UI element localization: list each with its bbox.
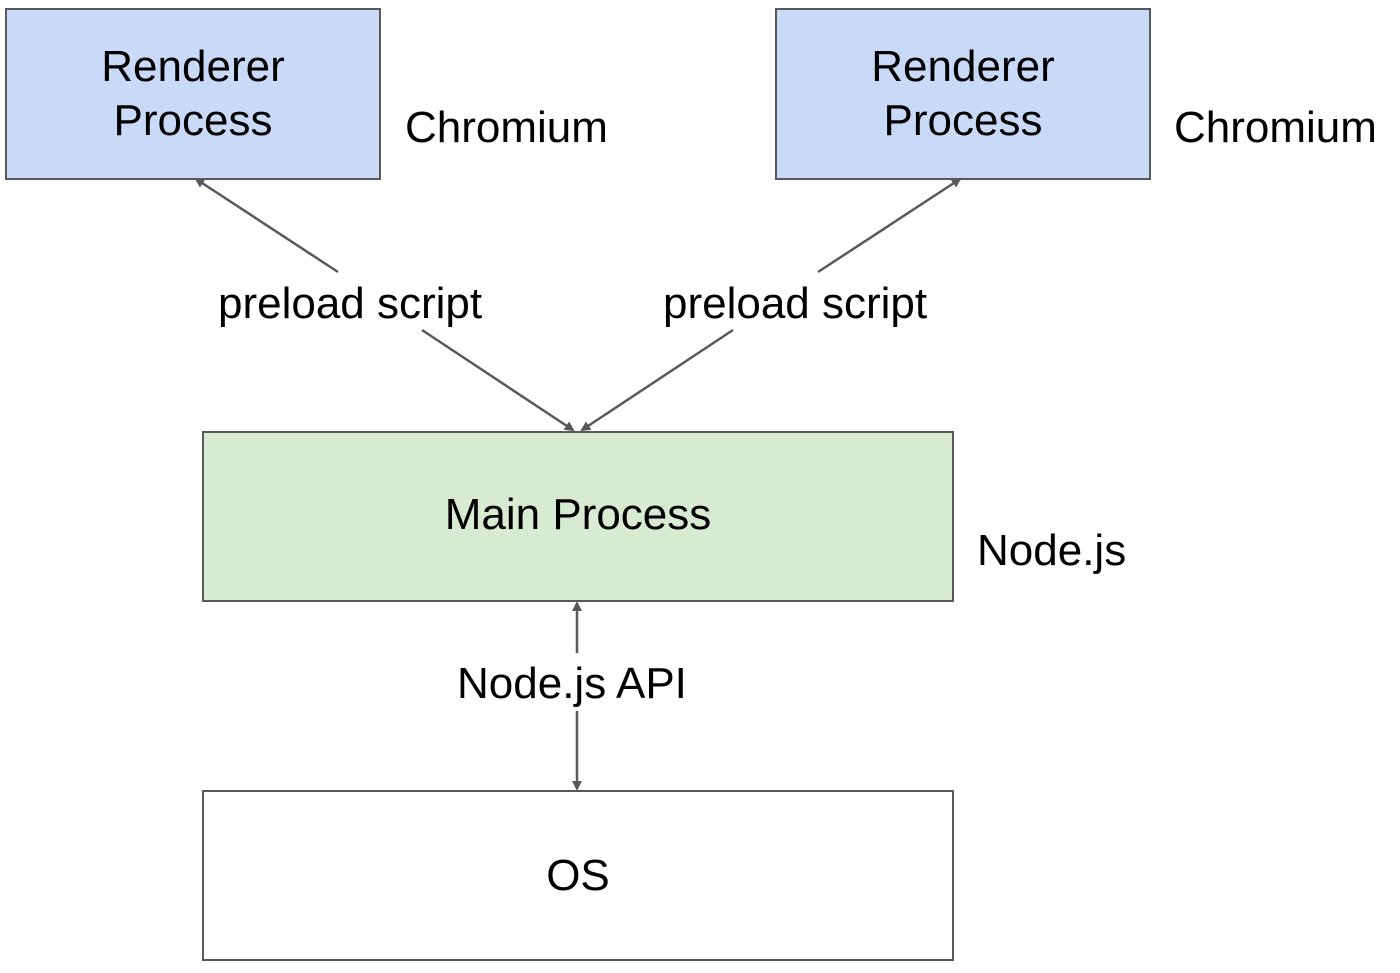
os-label: OS xyxy=(546,850,610,900)
arrow-right-renderer-to-main xyxy=(580,328,734,432)
chromium-label-left: Chromium xyxy=(405,103,608,152)
renderer-right-line2: Process xyxy=(883,96,1043,145)
arrow-main-to-right-renderer xyxy=(817,177,962,274)
main-process-label: Main Process xyxy=(444,489,712,539)
renderer-process-box-right: Renderer Process xyxy=(775,8,1151,180)
os-box: OS xyxy=(202,790,954,961)
nodejs-api-label: Node.js API xyxy=(457,659,687,708)
renderer-left-line2: Process xyxy=(113,96,273,145)
renderer-process-box-left: Renderer Process xyxy=(5,8,381,180)
nodejs-runtime-label: Node.js xyxy=(977,526,1127,575)
renderer-right-line1: Renderer xyxy=(871,42,1055,92)
chromium-label-right: Chromium xyxy=(1174,103,1377,152)
arrow-left-renderer-to-main xyxy=(421,328,575,432)
preload-script-label-right: preload script xyxy=(663,279,928,328)
preload-script-label-left: preload script xyxy=(218,279,483,328)
renderer-left-line1: Renderer xyxy=(101,42,285,92)
main-process-box: Main Process xyxy=(202,431,954,602)
arrow-main-to-left-renderer xyxy=(194,177,339,274)
